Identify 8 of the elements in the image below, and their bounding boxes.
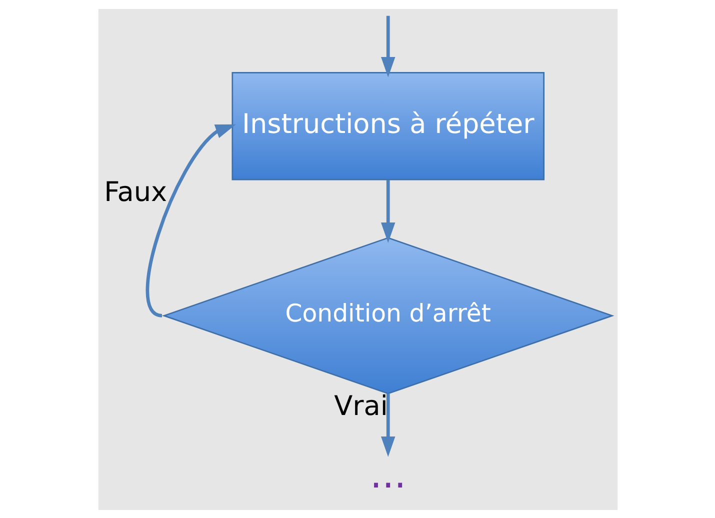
node-diamond: Condition d’arrêt [161, 236, 614, 394]
node-text: ... [370, 452, 406, 496]
node-box: Instructions à répéter [231, 71, 544, 180]
arrow [380, 180, 395, 242]
arrow [145, 124, 236, 317]
arrow [380, 393, 395, 456]
arrow [380, 15, 395, 77]
edge-label: Faux [104, 176, 167, 208]
